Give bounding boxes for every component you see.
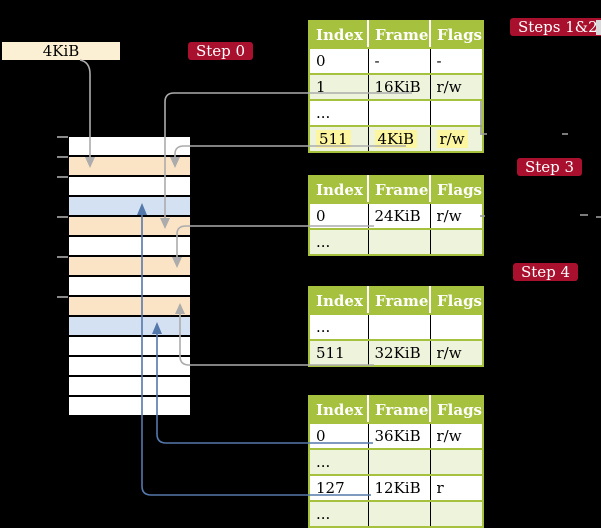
memory-row-white [69, 397, 190, 415]
table-row: ... [309, 99, 483, 126]
table-cell: 0 [309, 202, 368, 229]
table-cell: r [429, 474, 483, 501]
table-cell [367, 228, 430, 255]
table-cell: ... [309, 500, 368, 527]
column-header: Frame [368, 287, 431, 315]
memory-row-white [69, 237, 190, 255]
memory-row-white [69, 177, 190, 195]
table-cell: 0 [309, 47, 368, 74]
badge-step-4: Step 4 [513, 263, 579, 281]
table-cell: - [367, 47, 430, 74]
memory-row-white [69, 277, 190, 295]
table-row: ... [309, 500, 483, 527]
column-header: Index [309, 287, 369, 315]
address-box-label: 4KiB [42, 42, 80, 60]
memory-row-orange [69, 217, 190, 235]
table-cell [367, 500, 430, 527]
memory-row-blue [69, 317, 190, 335]
memory-row-white [69, 137, 190, 155]
table-cell [429, 228, 483, 255]
column-header: Index [309, 21, 369, 49]
table-cell: 127 [309, 474, 368, 501]
column-header: Index [309, 176, 369, 204]
table-cell: 12KiB [367, 474, 430, 501]
physical-memory-strip [69, 137, 190, 415]
table-cell: ... [309, 313, 368, 340]
memory-ticks [57, 136, 68, 298]
column-header: Flags [430, 176, 483, 204]
badge-step-3: Step 3 [517, 158, 583, 176]
table-cell [367, 99, 430, 126]
column-header: Flags [430, 21, 483, 49]
badge-step-0: Step 0 [188, 42, 254, 60]
column-header: Frame [368, 176, 431, 204]
table-cell: 32KiB [367, 339, 430, 366]
table-cell: 4KiB [367, 125, 430, 152]
badge-steps-1-2: Steps 1&2 [510, 18, 601, 36]
table-cell: ... [309, 228, 368, 255]
table-cell: r/w [429, 125, 483, 152]
memory-row-white [69, 377, 190, 395]
table-cell: r/w [429, 339, 483, 366]
column-header: Flags [430, 396, 483, 424]
table-cell: r/w [429, 422, 483, 449]
table-cell: 36KiB [367, 422, 430, 449]
table-cell: 16KiB [367, 73, 430, 100]
memory-row-orange [69, 297, 190, 315]
column-header: Flags [430, 287, 483, 315]
table-cell [367, 448, 430, 475]
table-cell: r/w [429, 202, 483, 229]
table-cell: ... [309, 448, 368, 475]
table-cell: 1 [309, 73, 368, 100]
address-box-4kib: 4KiB [2, 42, 120, 60]
memory-row-orange [69, 257, 190, 275]
table-cell: ... [309, 99, 368, 126]
table-cell: 0 [309, 422, 368, 449]
table-row: 0-- [309, 47, 483, 74]
table-cell [429, 448, 483, 475]
memory-row-white [69, 337, 190, 355]
table-cell [429, 313, 483, 340]
memory-row-white [69, 357, 190, 375]
table-row: ... [309, 448, 483, 475]
column-header: Frame [368, 396, 431, 424]
table-cell: 511 [309, 125, 368, 152]
table-cell: - [429, 47, 483, 74]
memory-row-orange [69, 157, 190, 175]
table-cell [429, 99, 483, 126]
column-header: Index [309, 396, 369, 424]
table-cell [429, 500, 483, 527]
table-cell [367, 313, 430, 340]
column-header: Frame [368, 21, 431, 49]
table-row: ... [309, 313, 483, 340]
table-cell: 24KiB [367, 202, 430, 229]
table-row: ... [309, 228, 483, 255]
table-cell: 511 [309, 339, 368, 366]
memory-row-blue [69, 197, 190, 215]
table-cell: r/w [429, 73, 483, 100]
